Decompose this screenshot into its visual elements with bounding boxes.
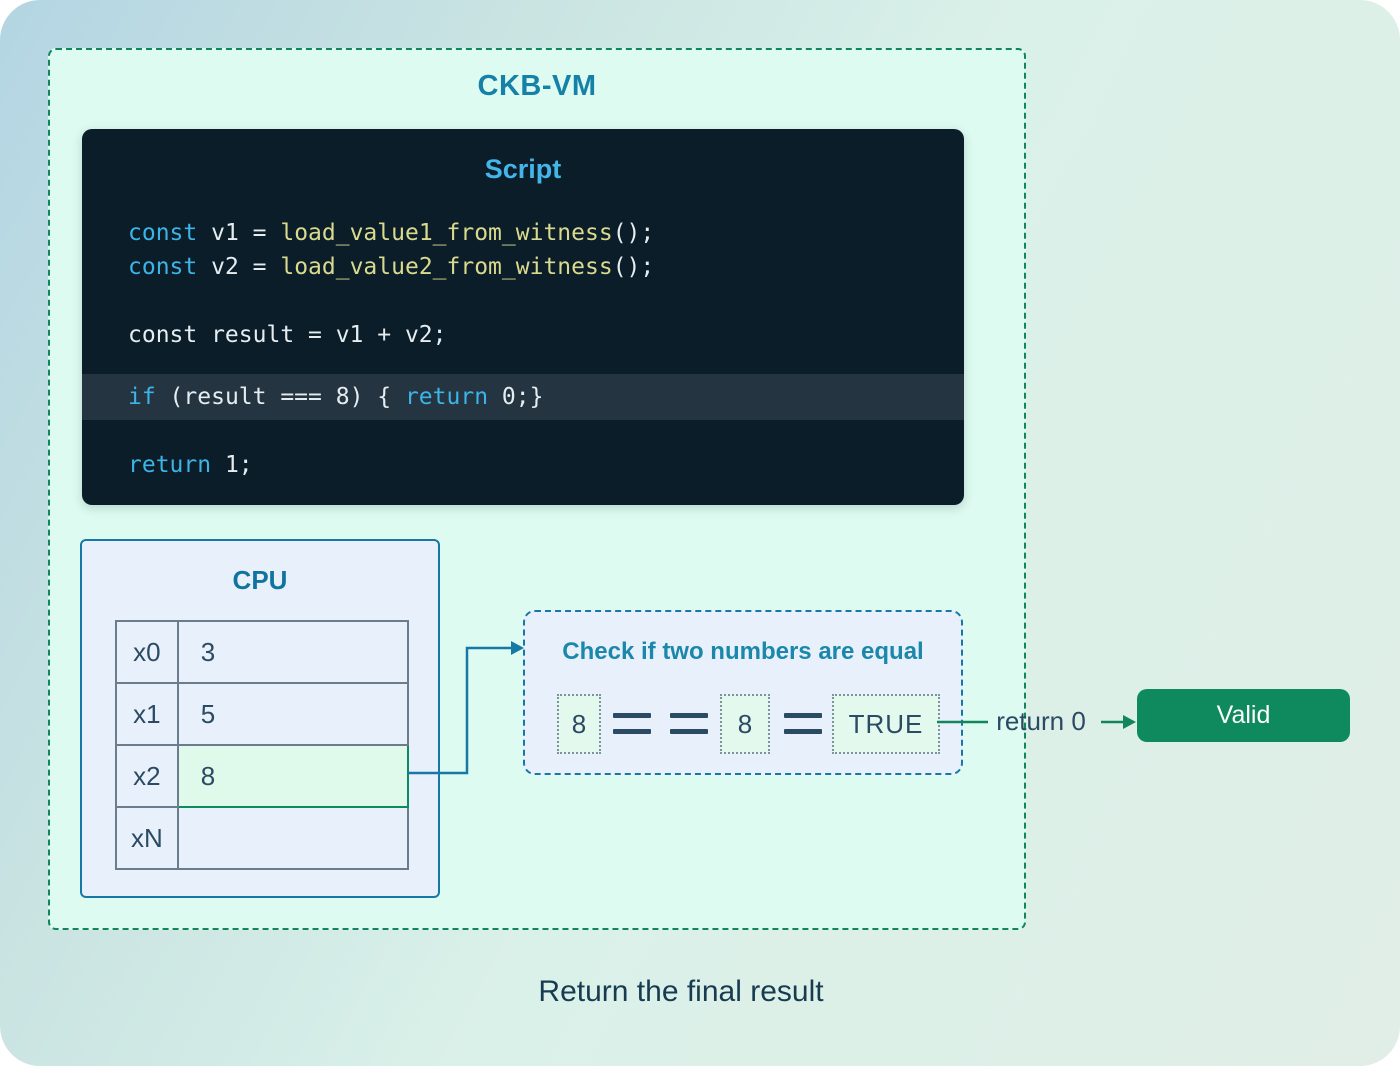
return-zero-label: return 0 — [996, 706, 1086, 736]
footer-caption: Return the final result — [538, 975, 824, 1008]
ckb-vm-title: CKB-VM — [477, 70, 597, 102]
table-row: x1 5 — [115, 682, 410, 746]
table-row: x2 8 — [115, 744, 410, 808]
cpu-box: CPU x0 3 x1 5 x2 8 xN — [80, 539, 440, 898]
code-line-highlighted: if (result === 8) { return 0;} — [82, 374, 964, 420]
register-name: xN — [115, 806, 179, 870]
code-lines: const v1 = load_value1_from_witness();co… — [82, 216, 964, 482]
register-name: x1 — [115, 682, 179, 746]
code-line: const v1 = load_value1_from_witness(); — [128, 220, 655, 246]
register-table: x0 3 x1 5 x2 8 xN — [115, 620, 410, 870]
register-value-highlighted: 8 — [176, 744, 410, 808]
code-line: const v2 = load_value2_from_witness(); — [128, 254, 655, 280]
equals-icon — [670, 713, 708, 734]
equality-check-box: Check if two numbers are equal 8 8 TRUE — [523, 610, 963, 775]
cpu-title: CPU — [232, 565, 288, 595]
equals-icon — [784, 713, 822, 734]
script-code-block: Script const v1 = load_value1_from_witne… — [82, 129, 964, 505]
equality-check-title: Check if two numbers are equal — [562, 638, 924, 665]
register-name: x2 — [115, 744, 179, 808]
code-line: return 1; — [128, 452, 253, 478]
code-line — [128, 284, 918, 318]
table-row: x0 3 — [115, 620, 410, 684]
register-name: x0 — [115, 620, 179, 684]
code-line: const result = v1 + v2; — [128, 322, 447, 348]
table-row: xN — [115, 806, 410, 870]
script-title: Script — [484, 154, 562, 184]
register-value: 5 — [176, 682, 410, 746]
operand-right-box: 8 — [720, 694, 770, 754]
register-value: 3 — [176, 620, 410, 684]
result-true-box: TRUE — [832, 694, 940, 754]
register-value — [176, 806, 410, 870]
valid-badge: Valid — [1137, 689, 1350, 742]
arrow-right-icon — [1123, 715, 1136, 729]
equals-icon — [613, 713, 651, 734]
operand-left-box: 8 — [557, 694, 601, 754]
